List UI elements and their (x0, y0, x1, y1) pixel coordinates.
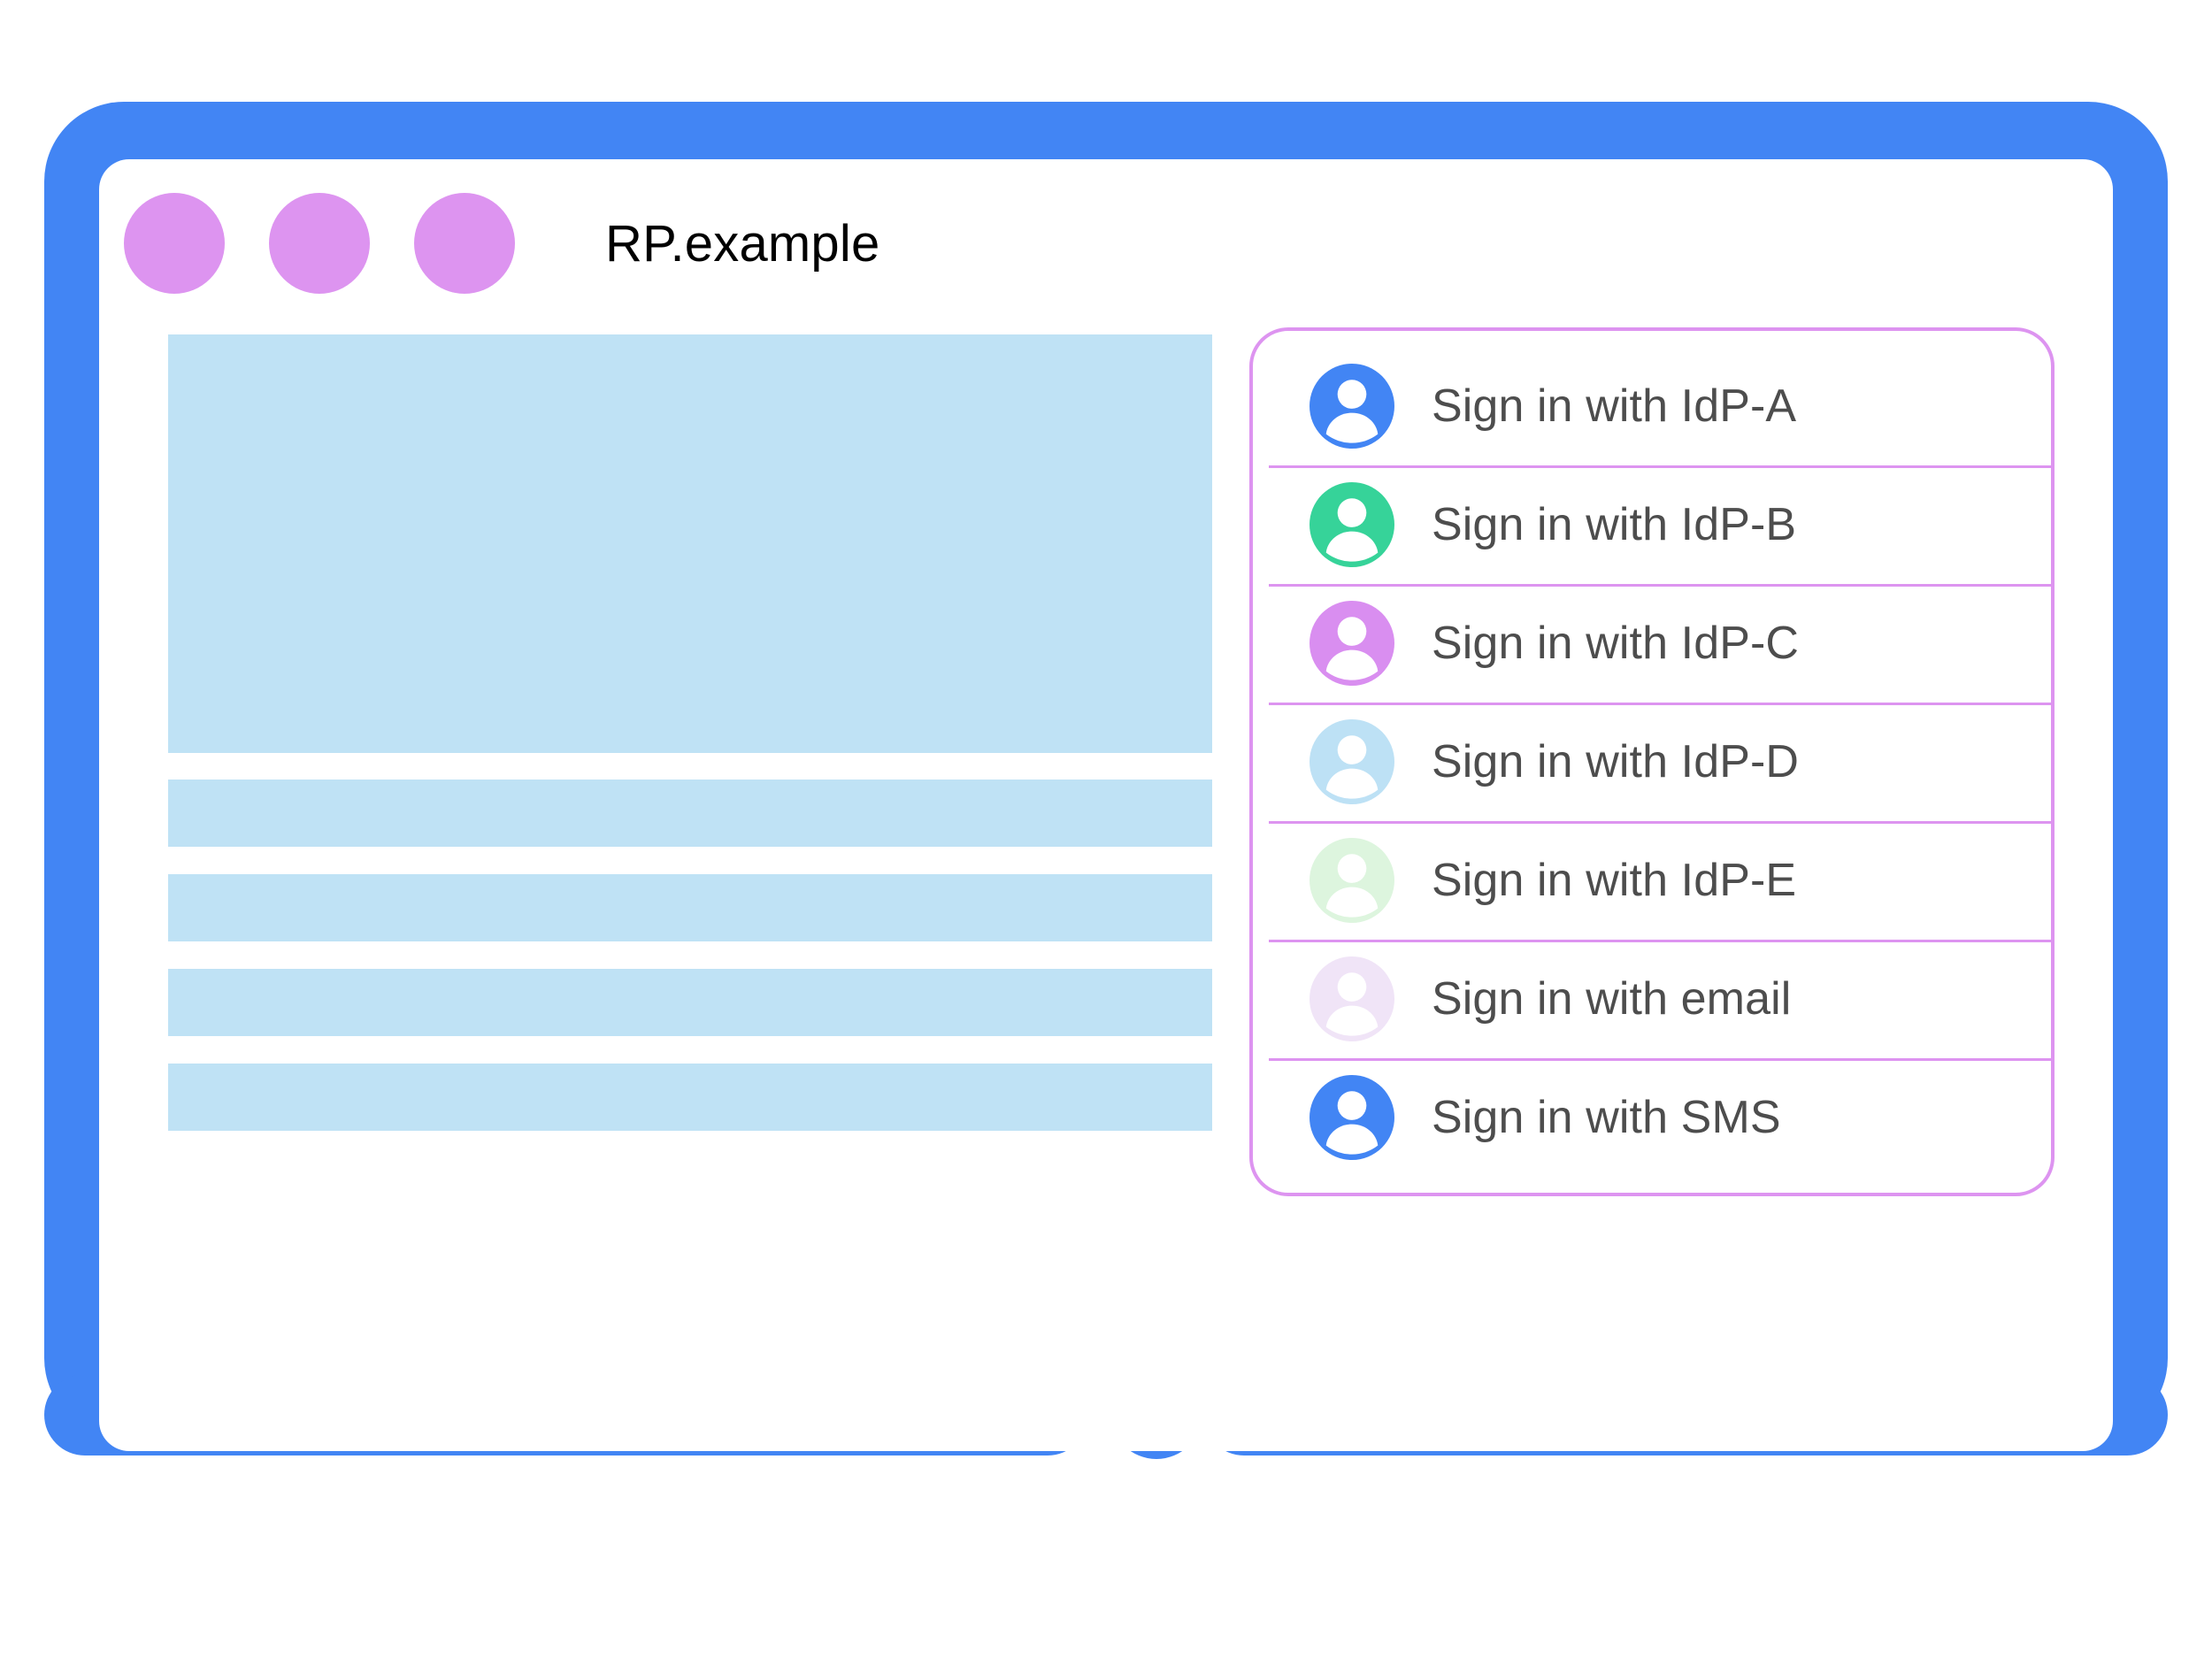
window-dot-3-icon (414, 193, 515, 294)
page-title: RP.example (605, 214, 880, 273)
account-chooser-item[interactable]: Sign in with IdP-C (1253, 584, 2051, 703)
account-chooser-item-label: Sign in with SMS (1432, 1092, 1781, 1143)
text-bar-2 (168, 874, 1212, 941)
person-avatar-icon (1310, 601, 1394, 686)
account-chooser-item[interactable]: Sign in with email (1253, 940, 2051, 1058)
person-avatar-icon (1310, 1075, 1394, 1160)
account-chooser-item[interactable]: Sign in with IdP-E (1253, 821, 2051, 940)
account-chooser-item[interactable]: Sign in with IdP-D (1253, 703, 2051, 821)
text-bar-4 (168, 1064, 1212, 1131)
account-chooser-item[interactable]: Sign in with IdP-B (1253, 465, 2051, 584)
window-dot-1-icon (124, 193, 225, 294)
hero-block (168, 334, 1212, 753)
person-avatar-icon (1310, 956, 1394, 1041)
page-content-placeholders (168, 334, 1212, 1131)
person-avatar-icon (1310, 838, 1394, 923)
person-avatar-icon (1310, 719, 1394, 804)
text-bar-3 (168, 969, 1212, 1036)
account-chooser-item-label: Sign in with IdP-B (1432, 499, 1797, 550)
titlebar: RP.example (124, 193, 879, 294)
account-chooser-panel: Sign in with IdP-A Sign in with IdP-B Sign… (1249, 327, 2055, 1196)
person-avatar-icon (1310, 364, 1394, 449)
account-chooser-item-label: Sign in with email (1432, 973, 1792, 1025)
window-dot-2-icon (269, 193, 370, 294)
account-chooser-item[interactable]: Sign in with IdP-A (1253, 347, 2051, 465)
account-chooser-item-label: Sign in with IdP-C (1432, 618, 1800, 669)
account-chooser-item-label: Sign in with IdP-A (1432, 380, 1797, 432)
account-chooser-item[interactable]: Sign in with SMS (1253, 1058, 2051, 1177)
person-avatar-icon (1310, 482, 1394, 567)
account-chooser-item-label: Sign in with IdP-D (1432, 736, 1800, 787)
account-chooser-item-label: Sign in with IdP-E (1432, 855, 1797, 906)
text-bar-1 (168, 780, 1212, 847)
